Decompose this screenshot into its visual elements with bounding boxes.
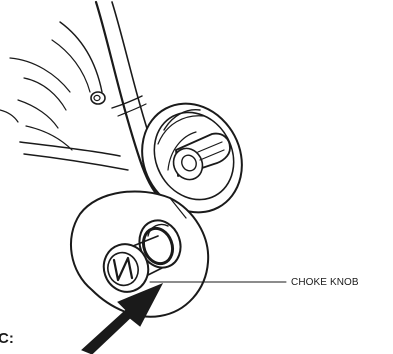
choke-assembly — [71, 191, 286, 316]
choke-knob-label: CHOKE KNOB — [291, 277, 359, 288]
cut-off-caption: C: — [0, 330, 14, 347]
